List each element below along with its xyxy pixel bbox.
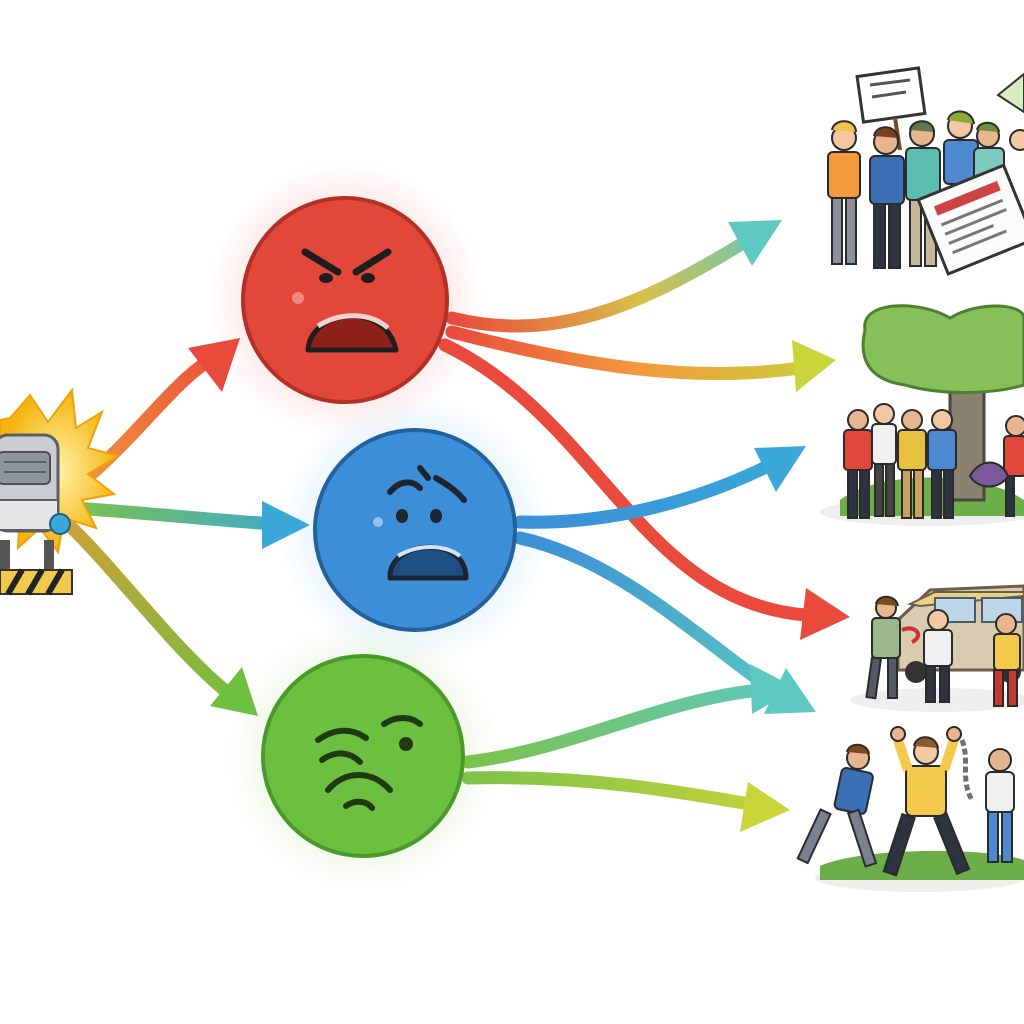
people-under-tree-icon — [820, 304, 1024, 526]
arrow-head — [728, 220, 782, 266]
protest-crowd-icon — [827, 66, 1024, 276]
arrow-fear-to-vandalism — [513, 531, 787, 702]
machine-explosion-icon — [0, 387, 121, 596]
arrow-head — [740, 782, 790, 832]
arrow-head — [750, 664, 796, 714]
outcome-gathering — [820, 304, 1024, 526]
arrow-head — [792, 340, 836, 392]
fearful-face-icon — [313, 428, 517, 632]
outcome-protest — [827, 66, 1024, 276]
arrow-anger-to-vandalism — [438, 338, 812, 622]
angry-face-icon — [241, 196, 449, 404]
arrow-disgust-to-vandalism — [461, 683, 767, 769]
arrow-head — [800, 588, 850, 640]
car-vandalism-icon — [850, 584, 1024, 712]
outcome-fight — [796, 726, 1024, 892]
emotion-disgust — [227, 620, 499, 892]
arrow-group — [65, 220, 850, 832]
outcome-vandalism — [850, 584, 1024, 712]
arrow-head — [754, 446, 806, 492]
arrow-source-to-disgust — [65, 521, 235, 700]
arrow-fear-to-gathering — [513, 458, 777, 529]
emotion-fear — [279, 394, 551, 666]
street-fight-icon — [796, 726, 1024, 892]
emotion-anger — [207, 162, 483, 438]
arrow-source-to-fear — [65, 501, 282, 531]
arrow-anger-to-gathering — [445, 325, 807, 381]
disgusted-face-icon — [261, 654, 465, 858]
arrow-disgust-to-fight — [461, 771, 762, 812]
arrow-anger-to-protest — [445, 233, 755, 333]
